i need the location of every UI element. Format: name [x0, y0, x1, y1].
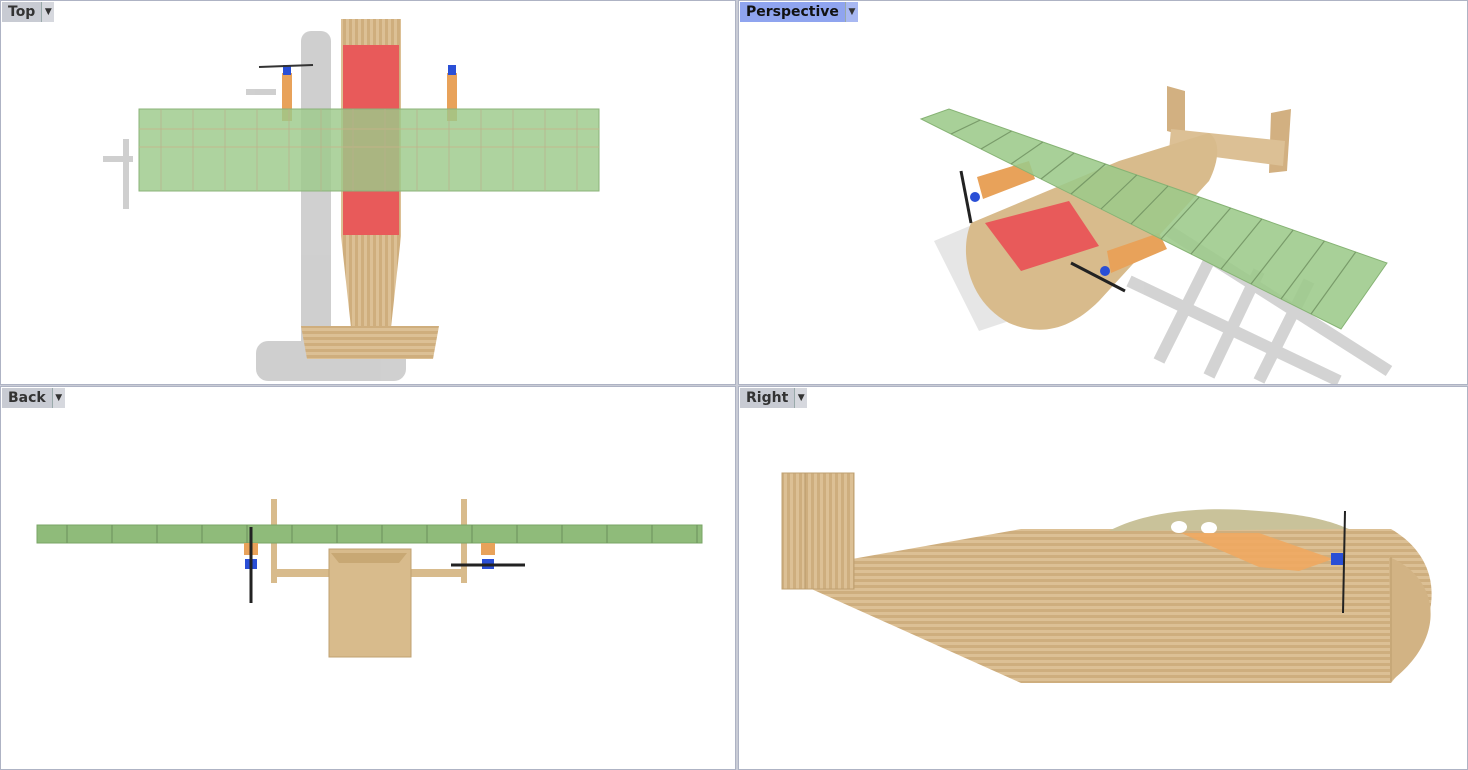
top-view-model [103, 19, 600, 381]
motor-left [970, 192, 980, 202]
fuselage [807, 529, 1432, 683]
viewport-right[interactable]: Right ▼ [738, 386, 1468, 770]
viewport-title[interactable]: Back [2, 388, 52, 408]
wing [36, 524, 703, 544]
motor-left [283, 65, 291, 75]
right-view-model [781, 472, 1432, 683]
propeller-left [959, 170, 973, 224]
viewport-label-back[interactable]: Back ▼ [2, 388, 65, 408]
vertical-tail [781, 472, 855, 590]
viewport-label-top[interactable]: Top ▼ [2, 2, 55, 22]
wing-profile [1109, 509, 1349, 531]
back-view-model [36, 499, 703, 658]
chevron-down-icon[interactable]: ▼ [794, 388, 808, 408]
nacelle-left [282, 73, 292, 121]
nacelle [1181, 533, 1333, 571]
viewport-title[interactable]: Right [740, 388, 795, 408]
propeller-left [258, 64, 314, 68]
chevron-down-icon[interactable]: ▼ [844, 2, 858, 22]
viewport-label-perspective[interactable]: Perspective ▼ [740, 2, 858, 22]
viewport-title[interactable]: Perspective [740, 2, 845, 22]
stabilizer-left [277, 569, 331, 577]
nacelle-right [481, 543, 495, 555]
propeller-right [1070, 261, 1126, 293]
propeller [1342, 510, 1346, 614]
fuselage [328, 548, 412, 658]
wing [919, 108, 1388, 330]
viewport-back[interactable]: Back ▼ [0, 386, 736, 770]
stabilizer-right [409, 569, 463, 577]
chevron-down-icon[interactable]: ▼ [51, 388, 65, 408]
wing [138, 108, 600, 192]
viewport-top[interactable]: Top ▼ [0, 0, 736, 385]
viewport-label-right[interactable]: Right ▼ [740, 388, 808, 408]
viewport-perspective[interactable]: Perspective ▼ [738, 0, 1468, 385]
tail-fin-left [1167, 86, 1185, 136]
motor-right [448, 65, 456, 75]
motor [1331, 553, 1343, 565]
perspective-view-model [919, 86, 1393, 384]
viewport-title[interactable]: Top [2, 2, 42, 22]
chevron-down-icon[interactable]: ▼ [41, 2, 55, 22]
nacelle-left [977, 161, 1035, 199]
motor-right [1100, 266, 1110, 276]
nacelle-right [1107, 233, 1167, 273]
horizontal-stabilizer [301, 326, 439, 359]
nacelle-right [447, 73, 457, 121]
fuselage-hatch [985, 201, 1099, 271]
